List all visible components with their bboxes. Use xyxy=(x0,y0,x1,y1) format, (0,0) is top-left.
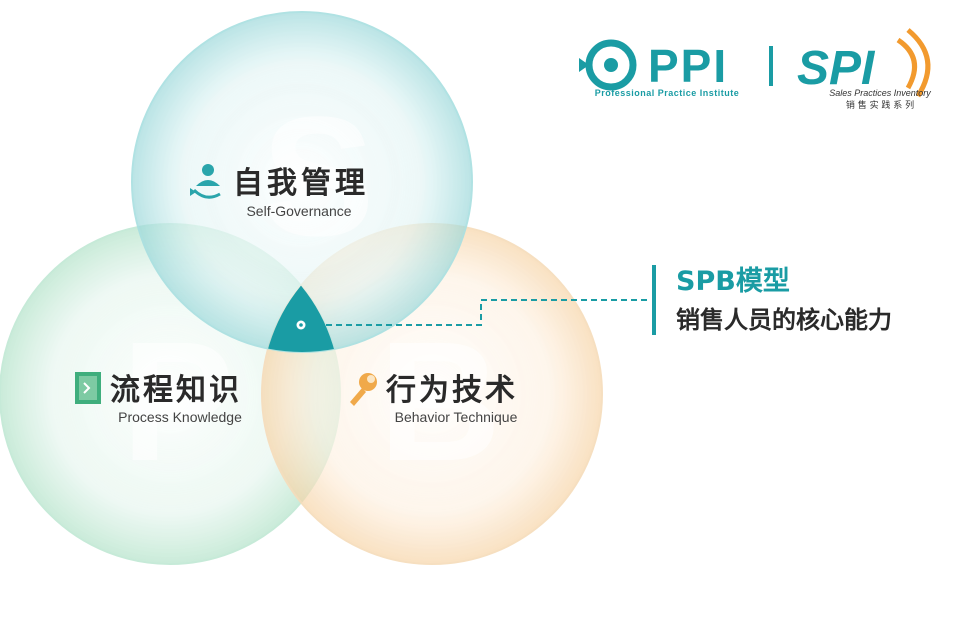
spi-caption: Sales Practices Inventory xyxy=(829,88,931,98)
callout-bar xyxy=(652,265,656,335)
process-watermark-letter: P xyxy=(121,307,234,497)
self-watermark-letter: S xyxy=(261,82,374,272)
ppi-wordmark: PPI xyxy=(648,40,728,92)
logo-divider xyxy=(769,46,773,86)
self-governance-title: 自我管理 xyxy=(233,166,369,201)
callout-title: SPB模型 xyxy=(676,266,790,297)
process-knowledge-subtitle: Process Knowledge xyxy=(118,409,242,425)
signal-arc-icon xyxy=(896,37,918,90)
callout-subtitle: 销售人员的核心能力 xyxy=(676,306,892,334)
behavior-watermark-letter: B xyxy=(379,307,502,497)
person-arrow-icon xyxy=(190,164,221,199)
ppi-logo: PPI Professional Practice Institute xyxy=(579,39,740,98)
self-governance-subtitle: Self-Governance xyxy=(246,203,351,219)
wrench-icon xyxy=(350,373,377,406)
callout-connector xyxy=(306,299,648,326)
process-knowledge-title: 流程知识 xyxy=(110,373,242,408)
behavior-technique-subtitle: Behavior Technique xyxy=(395,409,518,425)
door-arrow-icon xyxy=(75,372,101,404)
spi-caption-cn: 销 售 实 践 系 列 xyxy=(846,99,914,111)
behavior-technique-title: 行为技术 xyxy=(385,373,518,408)
spi-logo: SPI Sales Practices Inventory 销 售 实 践 系 … xyxy=(797,28,931,111)
ppi-caption: Professional Practice Institute xyxy=(595,88,740,98)
spi-wordmark: SPI xyxy=(797,42,876,95)
